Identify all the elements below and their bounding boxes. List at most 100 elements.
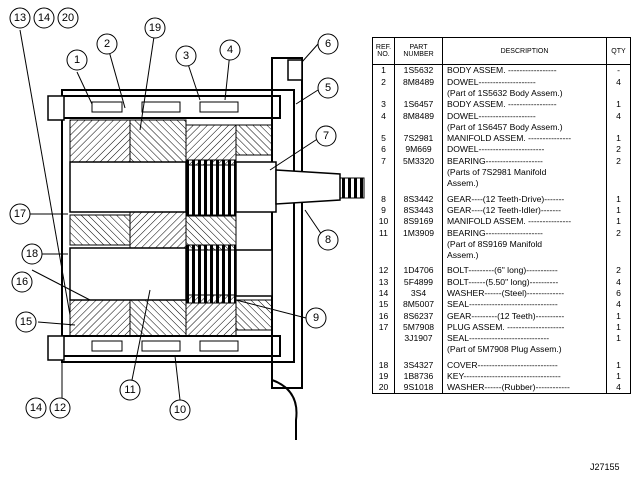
callout-17: 17 [9, 203, 31, 225]
part-number-cell: 8S9169 [394, 215, 443, 228]
qty-cell [606, 249, 631, 262]
description-cell: Assem.) [442, 177, 607, 190]
part-number-cell: 5F4899 [394, 276, 443, 288]
svg-text:6: 6 [325, 38, 331, 50]
part-number-cell: 5M3320 [394, 155, 443, 167]
description-cell: PLUG ASSEM. -------------------- [442, 321, 607, 333]
svg-text:1: 1 [74, 54, 80, 66]
table-spacer-row [372, 355, 631, 360]
qty-cell: 4 [606, 298, 631, 311]
qty-cell: 4 [606, 76, 631, 88]
qty-cell: 1 [606, 98, 631, 111]
qty-cell: 1 [606, 204, 631, 216]
svg-text:15: 15 [20, 316, 32, 328]
ref-no-cell: 2 [372, 76, 395, 88]
ref-no-cell: 3 [372, 98, 395, 111]
part-number-cell: 8M5007 [394, 298, 443, 311]
description-cell: Assem.) [442, 249, 607, 262]
description-cell: MANIFOLD ASSEM. --------------- [442, 132, 607, 145]
hatched-sections [69, 119, 273, 337]
part-number-cell: 8M8489 [394, 110, 443, 122]
part-number-cell [394, 121, 443, 133]
qty-cell: 2 [606, 155, 631, 167]
ref-no-cell [372, 166, 395, 178]
description-cell: (Part of 8S9169 Manifold [442, 238, 607, 250]
ref-no-cell [372, 249, 395, 262]
callout-18: 18 [21, 243, 43, 265]
table-spacer-row [372, 189, 631, 194]
description-header: DESCRIPTION [442, 37, 607, 65]
description-cell: BEARING-------------------- [442, 227, 607, 239]
part-number-cell: 9S1018 [394, 382, 443, 395]
qty-cell: 2 [606, 227, 631, 239]
callout-15: 15 [15, 311, 37, 333]
lower-shaft [69, 244, 273, 304]
svg-text:18: 18 [26, 248, 38, 260]
qty-cell: - [606, 64, 631, 77]
qty-cell: 1 [606, 193, 631, 205]
part-number-cell [394, 87, 443, 99]
svg-text:20: 20 [62, 12, 74, 24]
part-number-cell: 1M3909 [394, 227, 443, 239]
ref-no-cell: 9 [372, 204, 395, 216]
figure-code: J27155 [590, 462, 620, 472]
description-cell: GEAR----(12 Teeth-Idler)------- [442, 204, 607, 216]
callout-19: 19 [144, 17, 166, 39]
callout-8: 8 [317, 229, 339, 251]
svg-text:13: 13 [14, 12, 26, 24]
ref-no-cell: 5 [372, 132, 395, 145]
part-number-cell: 1B8736 [394, 370, 443, 383]
callout-9: 9 [305, 307, 327, 329]
qty-cell: 6 [606, 287, 631, 299]
svg-text:9: 9 [313, 312, 319, 324]
pump-cutaway-drawing: 1 2 19 3 4 6 5 7 8 9 10 11 [9, 7, 365, 440]
callout-7: 7 [315, 125, 337, 147]
ref-no-cell: 18 [372, 359, 395, 371]
qty-cell [606, 344, 631, 356]
part-number-cell [394, 166, 443, 178]
callout-6: 6 [317, 33, 339, 55]
ref-no-cell: 16 [372, 310, 395, 322]
table-row: (Part of 8S9169 Manifold [372, 238, 631, 250]
qty-cell [606, 238, 631, 250]
table-row: (Parts of 7S2981 Manifold [372, 166, 631, 178]
table-row: (Part of 1S6457 Body Assem.) [372, 121, 631, 133]
end-cover-bolts [47, 59, 303, 361]
qty-cell [606, 87, 631, 99]
part-number-cell: 3J1907 [394, 332, 443, 345]
part-number-cell: 8S3443 [394, 204, 443, 216]
description-cell: GEAR----(12 Teeth-Drive)------- [442, 193, 607, 205]
qty-cell: 4 [606, 110, 631, 122]
ref-no-cell: 10 [372, 215, 395, 228]
part-number-header: PART NUMBER [394, 37, 443, 65]
qty-cell: 1 [606, 310, 631, 322]
description-cell: (Parts of 7S2981 Manifold [442, 166, 607, 178]
part-number-cell [394, 238, 443, 250]
ref-no-cell: 15 [372, 298, 395, 311]
svg-text:5: 5 [325, 82, 331, 94]
callout-3: 3 [175, 45, 197, 67]
description-cell: WASHER------(Rubber)------------ [442, 382, 607, 395]
ref-no-cell [372, 87, 395, 99]
part-number-cell: 8M8489 [394, 76, 443, 88]
part-number-cell [394, 177, 443, 190]
description-cell: DOWEL-------------------- [442, 110, 607, 122]
qty-cell [606, 177, 631, 190]
part-number-cell: 9M669 [394, 144, 443, 156]
svg-text:19: 19 [149, 22, 161, 34]
callout-4: 4 [219, 39, 241, 61]
qty-cell: 2 [606, 265, 631, 277]
ref-no-cell: 13 [372, 276, 395, 288]
svg-text:12: 12 [54, 402, 66, 414]
table-spacer-row [372, 261, 631, 266]
qty-cell [606, 121, 631, 133]
